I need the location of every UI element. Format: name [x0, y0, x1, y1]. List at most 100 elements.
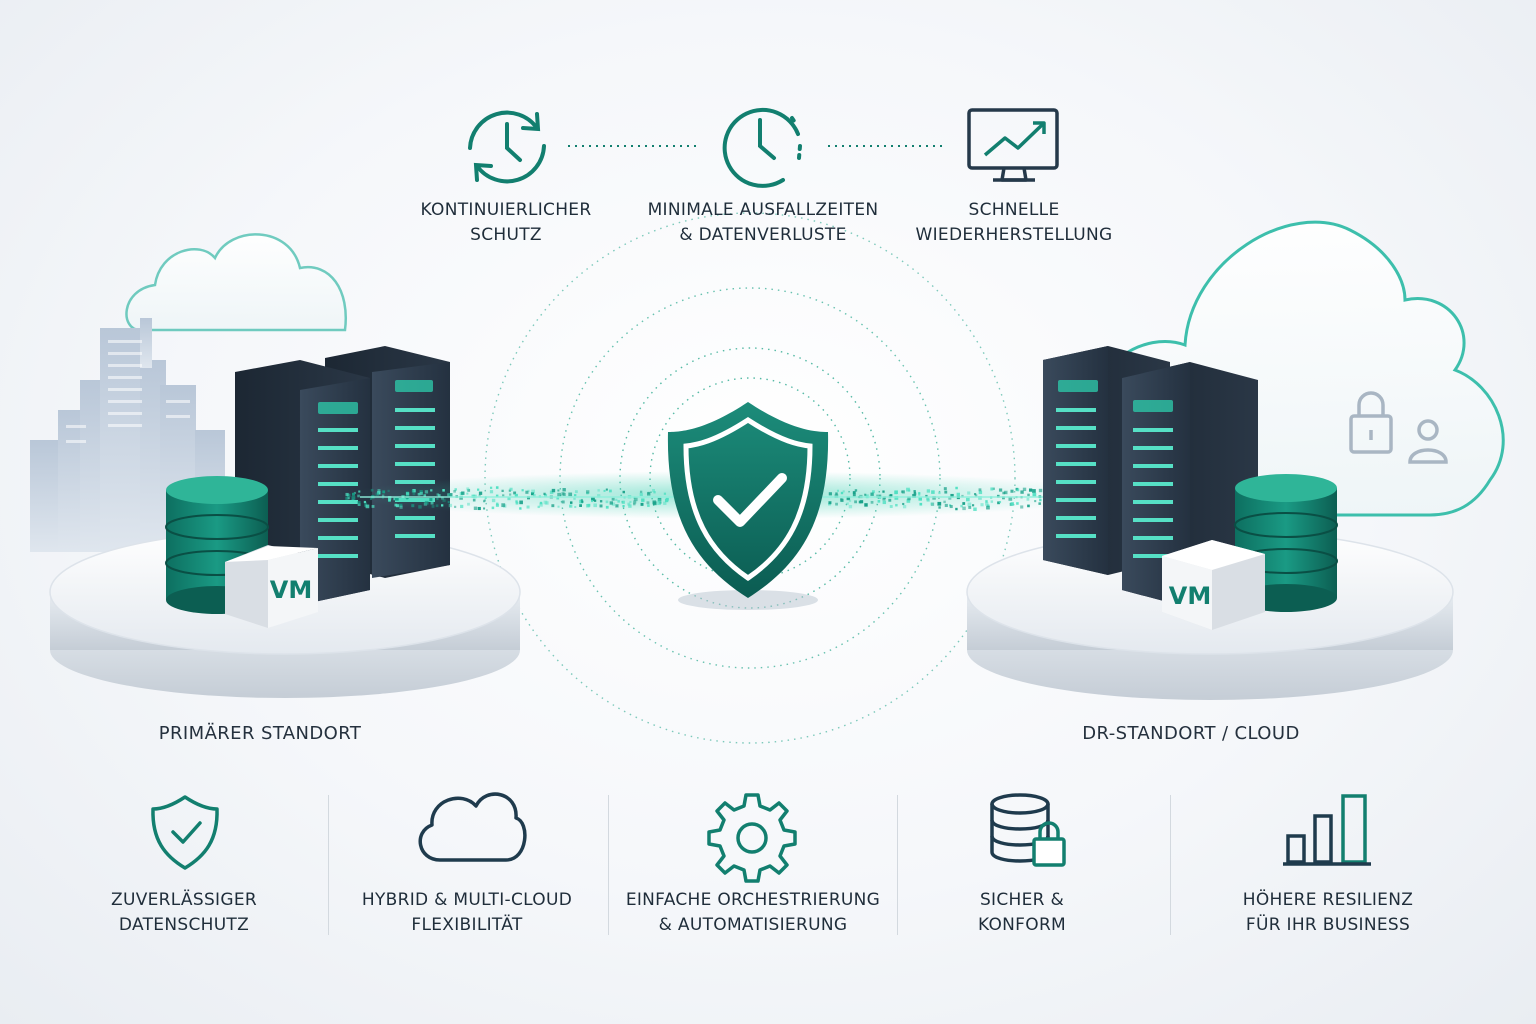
stream-dot: [842, 490, 845, 493]
stream-dot: [950, 493, 954, 498]
stream-dot: [978, 490, 983, 495]
stream-dot: [466, 487, 470, 491]
stream-dot: [545, 501, 549, 505]
stream-dot: [509, 493, 512, 496]
stream-dot: [1016, 488, 1020, 492]
stream-dot: [949, 505, 953, 509]
stream-dot: [364, 502, 368, 506]
stream-dot: [882, 497, 886, 501]
stream-dot: [507, 497, 511, 501]
stream-dot: [639, 492, 643, 497]
stream-dot: [419, 490, 423, 494]
stream-dot: [646, 501, 650, 505]
city-windows: [66, 340, 190, 443]
stream-dot: [967, 491, 971, 495]
stream-dot: [603, 489, 606, 492]
divider-3: [897, 795, 898, 935]
stream-dot: [531, 492, 535, 496]
stream-dot: [495, 503, 499, 507]
stream-dot: [519, 507, 522, 510]
primary-vm-box: VM: [225, 545, 318, 628]
feature-line: SCHNELLE: [968, 200, 1060, 220]
stream-dot: [615, 504, 619, 508]
stream-dot: [1034, 500, 1037, 503]
stream-dot: [647, 504, 650, 507]
stream-dot: [557, 492, 561, 497]
stream-dot: [526, 505, 530, 509]
dr-site-label: DR-STANDORT / CLOUD: [1082, 723, 1300, 744]
stream-dot: [948, 496, 952, 500]
stream-dot: [357, 494, 360, 498]
stream-dot: [870, 500, 874, 504]
stream-dot: [557, 489, 560, 492]
stream-dot: [973, 507, 977, 511]
feature-line: HÖHERE RESILIENZ: [1242, 890, 1414, 910]
stream-dot: [591, 497, 595, 501]
stream-dot: [1027, 493, 1030, 497]
stream-dot: [622, 490, 625, 494]
stream-dot: [926, 489, 931, 493]
stream-dot: [653, 491, 656, 494]
stream-dot: [918, 497, 922, 501]
stream-dot: [912, 493, 916, 498]
stream-dot: [640, 502, 644, 506]
stream-dot: [447, 493, 451, 497]
stream-dot: [627, 502, 631, 506]
stream-dot: [828, 501, 832, 505]
stream-dot: [871, 490, 875, 494]
stream-dot: [901, 490, 905, 494]
stream-dot: [652, 489, 655, 492]
stream-dot: [442, 489, 445, 492]
stream-dot: [521, 489, 524, 492]
stream-dot: [593, 499, 597, 502]
stream-dot: [962, 502, 966, 505]
stream-dot: [943, 500, 946, 504]
stream-dot: [985, 500, 988, 503]
feature-resilience-label: HÖHERE RESILIENZ FÜR IHR BUSINESS: [1218, 888, 1438, 938]
stream-dot: [345, 496, 349, 500]
stream-dot: [531, 489, 535, 494]
cloud-icon: [418, 792, 527, 862]
stream-dot: [369, 497, 373, 500]
stream-dot: [454, 505, 457, 508]
stream-dot: [483, 507, 486, 510]
stream-dot: [906, 487, 910, 492]
stream-dot: [544, 493, 548, 497]
monitor-chart-icon: [967, 108, 1059, 182]
database-lock-icon: [990, 793, 1066, 867]
stream-dot: [1020, 505, 1024, 509]
stream-dot: [834, 494, 839, 498]
stream-dot: [622, 505, 625, 508]
stream-dot: [495, 486, 499, 489]
shield-shadow: [678, 590, 818, 610]
stream-dot: [990, 500, 994, 503]
stream-dot: [997, 501, 1000, 505]
stream-dot: [846, 496, 851, 501]
stream-dot: [633, 497, 638, 502]
stream-dot: [478, 494, 481, 497]
stream-dot: [525, 490, 529, 494]
stream-dot: [986, 504, 990, 507]
stream-dot: [569, 504, 573, 508]
stream-dot: [628, 504, 632, 508]
user-icon: [1408, 419, 1448, 464]
feature-line: FÜR IHR BUSINESS: [1245, 915, 1411, 935]
stream-dot: [980, 503, 984, 507]
stream-dot: [1010, 502, 1014, 506]
stream-dot: [435, 504, 439, 508]
stream-dot: [393, 497, 397, 501]
stream-dot: [514, 493, 518, 498]
feature-line: & DATENVERLUSTE: [679, 225, 847, 245]
stream-dot: [657, 501, 661, 506]
stream-dot: [399, 503, 403, 508]
stream-dot: [437, 494, 441, 497]
stream-dot: [551, 504, 555, 508]
stream-dot: [419, 492, 423, 496]
stream-dot: [611, 502, 616, 506]
stream-dot: [515, 500, 518, 503]
stream-dot: [388, 498, 391, 502]
stream-dot: [467, 502, 470, 506]
stream-dot: [854, 489, 858, 492]
dr-server-led-rows: [1056, 408, 1173, 558]
stream-dot: [652, 501, 657, 506]
